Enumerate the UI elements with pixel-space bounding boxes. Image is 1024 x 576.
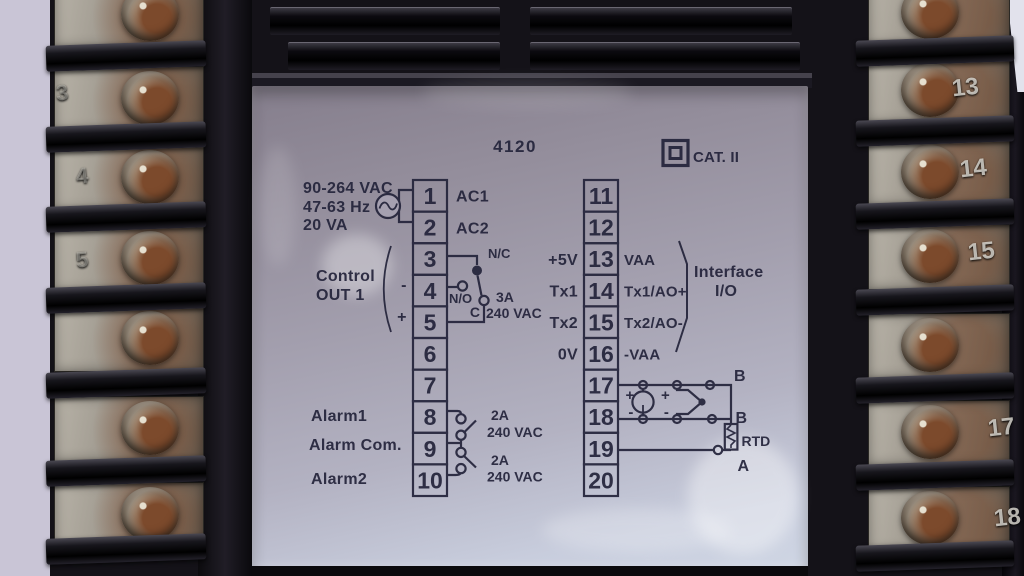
scuff-mark — [688, 438, 798, 554]
strip-terminal-number: 5 — [74, 246, 90, 273]
separator-fin — [855, 284, 1015, 316]
separator-fin — [855, 459, 1015, 491]
terminal-screw — [901, 145, 959, 199]
terminal-screw — [901, 318, 959, 372]
vent-slat — [288, 42, 500, 70]
scuff-mark — [422, 80, 632, 106]
separator-fin — [855, 35, 1015, 67]
vent-slat — [530, 42, 800, 70]
terminal-screw — [121, 401, 179, 455]
terminal-screw — [121, 231, 179, 285]
strip-terminal-number: 4 — [74, 162, 90, 189]
strip-terminal-number: 15 — [966, 236, 996, 267]
wiring-label-plate — [252, 80, 808, 570]
terminal-screw — [901, 229, 959, 283]
separator-fin — [855, 372, 1015, 404]
strip-terminal-number: 17 — [986, 412, 1016, 443]
terminal-screw — [121, 150, 179, 204]
terminal-screw — [901, 491, 959, 545]
separator-fin — [855, 115, 1015, 147]
strip-terminal-number: 14 — [958, 153, 988, 184]
strip-terminal-number: 18 — [992, 502, 1022, 533]
terminal-screw — [901, 405, 959, 459]
case-bottom-edge — [252, 566, 808, 576]
terminal-screw — [121, 311, 179, 365]
strip-terminal-number: 13 — [950, 72, 980, 103]
case-left-edge — [198, 0, 258, 576]
scuff-mark — [260, 146, 296, 266]
scuff-mark — [322, 234, 392, 296]
case-top-edge — [252, 73, 812, 78]
terminal-screw — [901, 63, 959, 117]
scuff-mark — [542, 508, 732, 552]
vent-slat — [270, 7, 500, 35]
vent-grille — [252, 0, 812, 88]
terminal-screw — [121, 71, 179, 125]
separator-fin — [855, 198, 1015, 230]
case-top-edge-shadow — [252, 78, 812, 88]
separator-fin — [855, 540, 1015, 572]
vent-slat — [530, 7, 792, 35]
strip-terminal-number: 3 — [54, 79, 70, 106]
terminal-screw — [121, 487, 179, 541]
